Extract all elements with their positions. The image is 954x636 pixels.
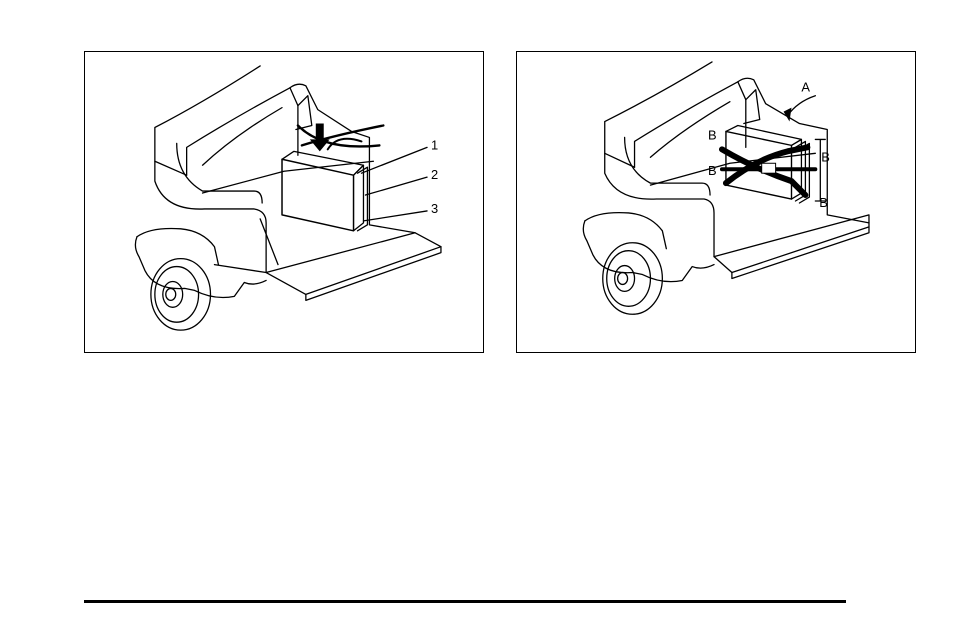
callout-1: 1 <box>431 137 438 152</box>
truck-bed-line-drawing: 1 2 3 <box>85 52 483 352</box>
callout-b-top-left: B <box>708 127 717 142</box>
callout-3: 3 <box>431 201 438 216</box>
illustration-truck-bed-strapped: A B B B B <box>516 51 916 353</box>
truck-bed-line-drawing-strapped: A B B B B <box>517 52 915 352</box>
callout-b-bottom-right: B <box>819 195 828 210</box>
illustration-truck-bed-packing: 1 2 3 <box>84 51 484 353</box>
callout-b-top-right: B <box>821 149 830 164</box>
strap-buckle-icon <box>762 163 776 173</box>
callout-2: 2 <box>431 167 438 182</box>
callout-a: A <box>801 80 810 95</box>
callout-b-middle-left: B <box>708 163 717 178</box>
footer-rule <box>84 600 846 603</box>
